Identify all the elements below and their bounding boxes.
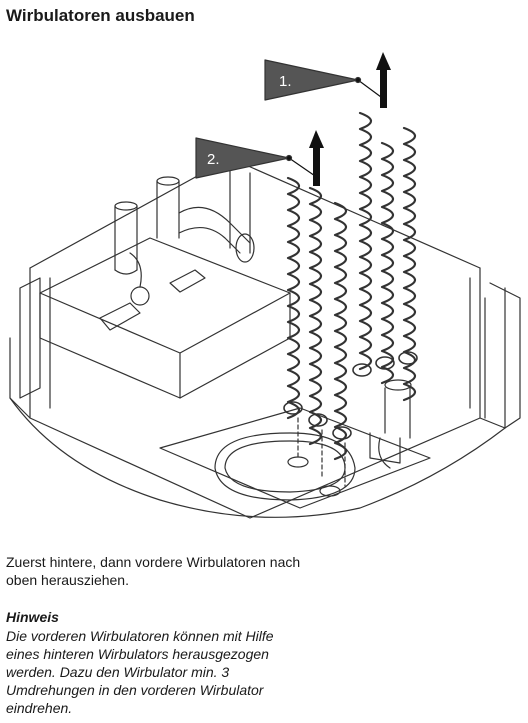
step-label-2: 2. bbox=[207, 151, 220, 168]
note-heading: Hinweis bbox=[6, 609, 59, 625]
note-text: Die vorderen Wirbulatoren können mit Hil… bbox=[6, 628, 274, 716]
pull-arrow-icon bbox=[309, 52, 391, 186]
pipes bbox=[114, 167, 255, 275]
step-label-1: 1. bbox=[279, 73, 292, 90]
wirbulator-spirals bbox=[286, 111, 417, 461]
burner-box bbox=[39, 237, 291, 399]
step-callout-1: 1. bbox=[264, 59, 386, 101]
instruction-text: Zuerst hintere, dann vordere Wirbulatore… bbox=[6, 554, 301, 588]
boiler-housing bbox=[9, 157, 521, 519]
step-callout-2: 2. bbox=[195, 137, 319, 179]
guide-lines bbox=[297, 417, 346, 487]
technical-illustration: 1. 2. bbox=[0, 38, 528, 538]
page-title: Wirbulatoren ausbauen bbox=[6, 6, 195, 25]
spiral-end-rings bbox=[283, 351, 418, 440]
